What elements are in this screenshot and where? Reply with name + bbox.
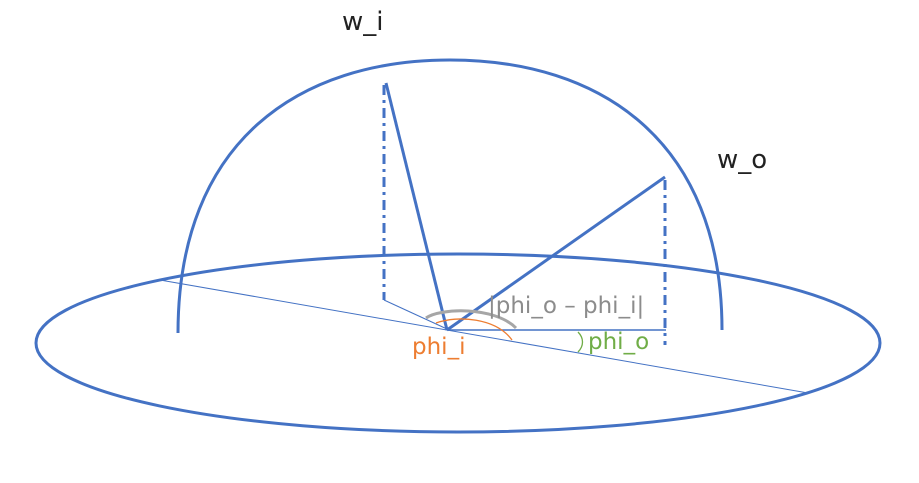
w-i-label: w_i <box>342 7 384 37</box>
hemisphere-dome <box>176 58 724 334</box>
phi-o-arc <box>577 331 584 353</box>
phi-i-label: phi_i <box>412 334 465 360</box>
disc-diameter-line <box>159 279 809 394</box>
phi-diff-arc <box>425 309 518 330</box>
w-o-vector <box>446 175 666 332</box>
phi-o-label: phi_o <box>588 329 649 355</box>
w-o-label: w_o <box>717 145 767 175</box>
surface-ellipse <box>34 252 882 434</box>
phi-i-arc <box>435 318 513 341</box>
phi-diff-label: |phi_o – phi_i| <box>488 293 644 319</box>
w-i-vector <box>384 82 449 331</box>
w-i-projection-line <box>383 299 448 330</box>
